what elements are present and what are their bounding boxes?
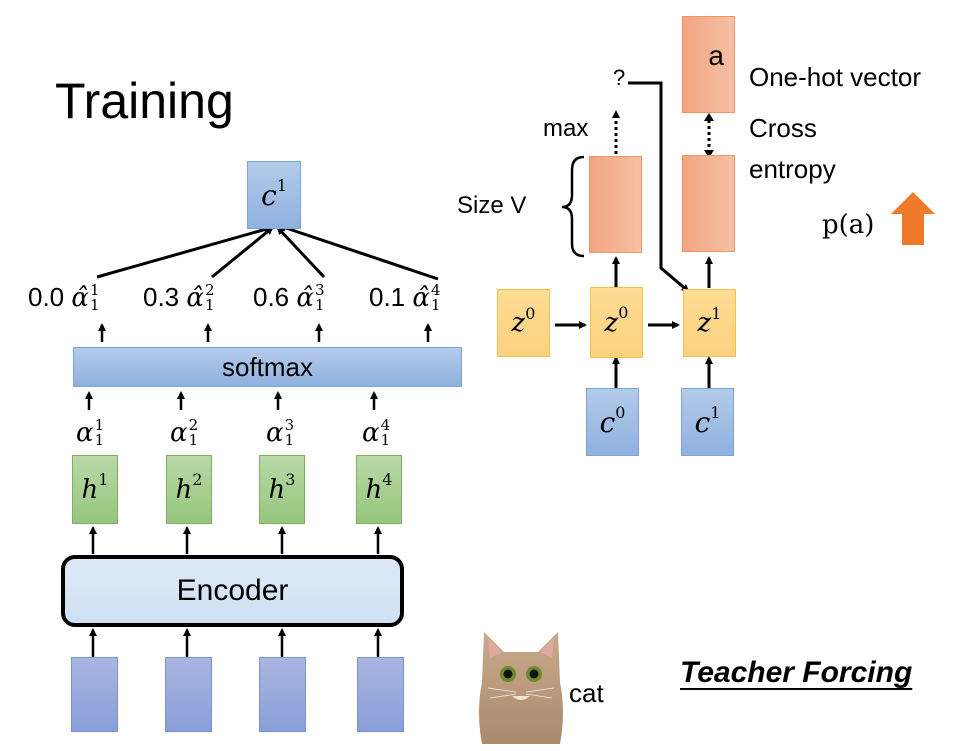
h-sup: 4	[382, 470, 393, 489]
output-distribution-1	[589, 156, 642, 253]
alpha-hat-sub: 1	[314, 296, 325, 314]
alpha-sup: 4	[380, 416, 391, 434]
input-feature-4	[357, 657, 404, 732]
alpha-hat-base: α̂	[412, 283, 430, 313]
cross-entropy-arrowhead-top	[704, 113, 714, 121]
size-v-label: Size V	[457, 192, 527, 219]
cat-photo	[476, 622, 566, 744]
attention-weight: 0.1	[369, 282, 406, 312]
alpha-sup: 3	[284, 416, 295, 434]
cross-entropy-label-line1: Cross	[749, 113, 817, 143]
alpha-hat-sub: 1	[204, 296, 215, 314]
teacher-forcing-label: Teacher Forcing	[680, 656, 913, 689]
h-sup: 3	[285, 470, 296, 489]
arrow-ahat4-to-c1	[278, 224, 439, 281]
input-feature-3	[259, 657, 306, 732]
alpha-sub: 1	[284, 431, 295, 449]
h-base: h	[268, 474, 286, 505]
arrow-ahat2-to-c1	[211, 226, 274, 279]
z-base: z	[511, 308, 526, 338]
alpha-sup: 1	[94, 416, 105, 434]
alpha-base: α	[362, 418, 380, 448]
attention-weight: 0.0	[28, 282, 65, 312]
arrow-ahat1-to-c1	[96, 225, 272, 279]
one-hot-vector-label: One-hot vector	[749, 62, 921, 92]
softmax-label: softmax	[221, 351, 314, 382]
attention-weight: 0.3	[143, 282, 180, 312]
z-base: z	[604, 307, 619, 338]
encoder-block: Encoder	[61, 555, 404, 627]
feedback-line	[628, 81, 690, 293]
max-label: max	[543, 115, 589, 142]
alpha-sub: 1	[94, 431, 105, 449]
alpha-sub: 1	[188, 431, 199, 449]
h-sup: 1	[98, 470, 109, 489]
c-sup: 1	[710, 402, 721, 422]
alpha-base: α	[170, 418, 188, 448]
softmax-layer: softmax	[73, 347, 462, 387]
alpha-hat-base: α̂	[296, 283, 314, 313]
z-sup: 0	[525, 303, 536, 323]
context-base: c	[261, 178, 277, 212]
alpha-base: α	[76, 418, 94, 448]
h-base: h	[175, 474, 193, 505]
encoder-label: Encoder	[176, 574, 289, 607]
slide-title: Training	[55, 73, 234, 129]
probability-up-arrow-icon	[891, 192, 935, 245]
h-sup: 2	[192, 470, 203, 489]
input-feature-1	[71, 657, 118, 732]
h-base: h	[81, 474, 99, 505]
target-one-hot-vector: a	[682, 16, 735, 113]
size-v-brace	[561, 155, 585, 258]
context-sup: 1	[276, 175, 287, 195]
alpha-base: α	[266, 418, 284, 448]
h-base: h	[365, 474, 383, 505]
output-distribution-2	[682, 155, 735, 252]
cross-entropy-arrowhead-bottom	[704, 150, 714, 158]
target-token: a	[708, 40, 724, 71]
z-sup: 0	[618, 303, 629, 322]
alpha-sub: 1	[380, 431, 391, 449]
c-base: c	[599, 405, 616, 439]
predicted-token: ?	[613, 65, 626, 90]
input-feature-2	[165, 657, 212, 732]
alpha-hat-sup: 3	[314, 281, 325, 299]
input-label-cat: cat	[569, 678, 604, 708]
probability-label: p(a)	[822, 210, 875, 240]
attention-weight: 0.6	[253, 282, 290, 312]
cross-entropy-label-line2: entropy	[749, 154, 836, 184]
arrow-ahat3-to-c1	[276, 226, 326, 279]
alpha-hat-base: α̂	[71, 283, 89, 313]
c-base: c	[694, 405, 711, 439]
z-sup: 1	[711, 303, 722, 323]
alpha-hat-base: α̂	[186, 283, 204, 313]
alpha-hat-sub: 1	[430, 296, 441, 314]
alpha-hat-sup: 4	[430, 281, 441, 299]
z-base: z	[697, 308, 712, 338]
c-sup: 0	[615, 402, 626, 422]
alpha-hat-sup: 1	[89, 281, 100, 299]
alpha-sup: 2	[188, 416, 199, 434]
alpha-hat-sub: 1	[89, 296, 100, 314]
cat-face-icon	[479, 632, 563, 744]
alpha-hat-sup: 2	[204, 281, 215, 299]
